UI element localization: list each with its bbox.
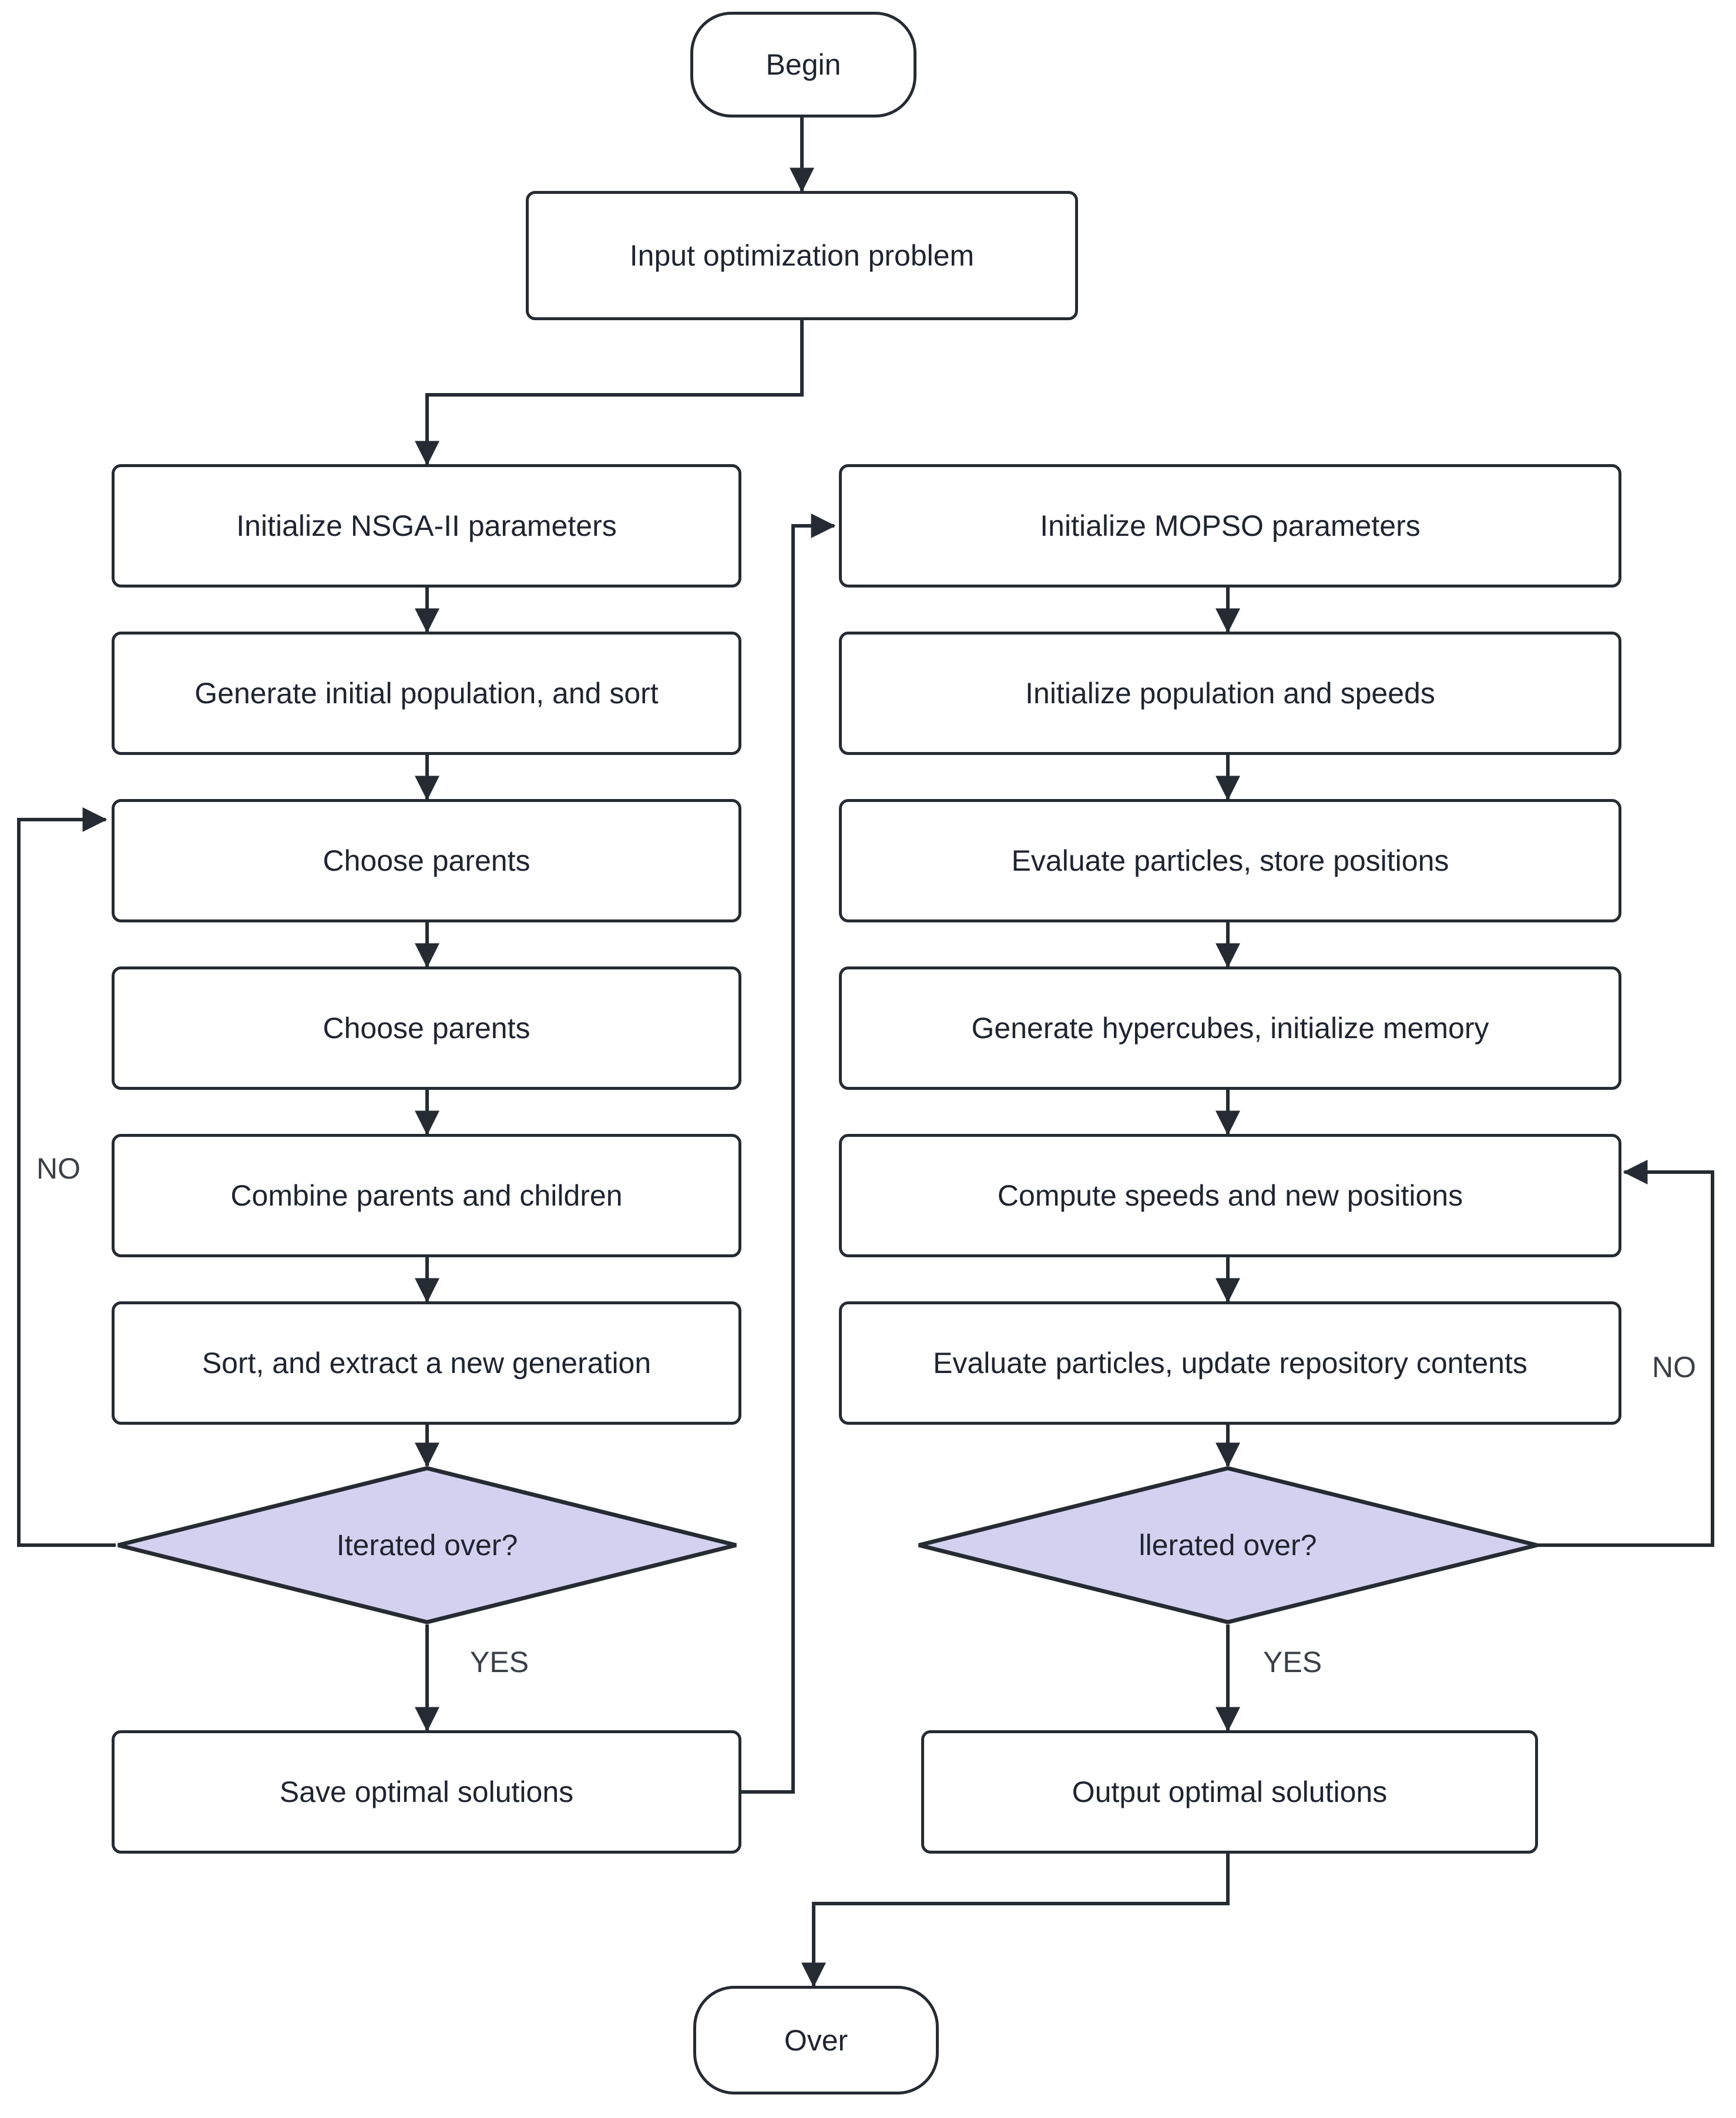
node-input-optimization-problem-label: Input optimization problem [629, 239, 975, 272]
node-save-optimal-solutions-label: Save optimal solutions [279, 1775, 574, 1808]
edge-label-yes-right: YES [1263, 1646, 1322, 1679]
edge-save-to-mopso [741, 513, 836, 1794]
node-evaluate-particles-update-repository-label: Evaluate particles, update repository co… [933, 1347, 1527, 1379]
node-decision-iterated-over-right[interactable]: llerated over? [916, 1466, 1539, 1624]
node-over-label: Over [784, 2023, 848, 2057]
node-sort-and-extract-new-generation-label: Sort, and extract a new generation [202, 1347, 652, 1379]
node-combine-parents-and-children-label: Combine parents and children [230, 1179, 623, 1212]
node-initialize-population-and-speeds[interactable]: Initialize population and speeds [839, 632, 1621, 755]
decision-diamond-shape-right [918, 1466, 1537, 1624]
node-choose-parents-1-label: Choose parents [323, 844, 530, 877]
node-generate-initial-population[interactable]: Generate initial population, and sort [112, 632, 741, 755]
node-output-optimal-solutions[interactable]: Output optimal solutions [921, 1730, 1538, 1854]
node-initialize-nsga-parameters[interactable]: Initialize NSGA-II parameters [112, 464, 741, 588]
node-evaluate-particles-store-positions[interactable]: Evaluate particles, store positions [839, 799, 1621, 922]
node-initialize-population-and-speeds-label: Initialize population and speeds [1025, 677, 1435, 710]
node-initialize-mopso-parameters-label: Initialize MOPSO parameters [1040, 509, 1421, 542]
edge-output-to-over [801, 1854, 1230, 1988]
node-begin[interactable]: Begin [690, 12, 916, 118]
edge-label-no-right: NO [1652, 1351, 1696, 1384]
decision-diamond-shape-left [117, 1466, 737, 1624]
node-choose-parents-2-label: Choose parents [323, 1012, 530, 1045]
node-compute-speeds-and-new-positions-label: Compute speeds and new positions [997, 1179, 1463, 1212]
node-decision-iterated-over-right-label: llerated over? [1139, 1529, 1317, 1562]
node-generate-initial-population-label: Generate initial population, and sort [194, 677, 659, 710]
node-output-optimal-solutions-label: Output optimal solutions [1072, 1775, 1388, 1808]
node-choose-parents-1[interactable]: Choose parents [112, 799, 741, 922]
node-combine-parents-and-children[interactable]: Combine parents and children [112, 1134, 741, 1257]
node-initialize-nsga-parameters-label: Initialize NSGA-II parameters [236, 509, 617, 542]
node-over[interactable]: Over [693, 1986, 939, 2094]
node-begin-label: Begin [765, 48, 841, 81]
node-compute-speeds-and-new-positions[interactable]: Compute speeds and new positions [839, 1134, 1621, 1257]
node-save-optimal-solutions[interactable]: Save optimal solutions [112, 1730, 741, 1854]
edge-label-no-left: NO [36, 1152, 80, 1185]
node-decision-iterated-over-left[interactable]: Iterated over? [116, 1466, 738, 1624]
edge-label-yes-left: YES [470, 1646, 529, 1679]
node-generate-hypercubes-initialize-memory[interactable]: Generate hypercubes, initialize memory [839, 966, 1621, 1090]
node-evaluate-particles-update-repository[interactable]: Evaluate particles, update repository co… [839, 1301, 1621, 1425]
node-generate-hypercubes-initialize-memory-label: Generate hypercubes, initialize memory [971, 1012, 1489, 1045]
edge-input-to-nsga [415, 320, 804, 466]
node-evaluate-particles-store-positions-label: Evaluate particles, store positions [1011, 844, 1449, 877]
node-decision-iterated-over-left-label: Iterated over? [336, 1529, 518, 1562]
node-initialize-mopso-parameters[interactable]: Initialize MOPSO parameters [839, 464, 1621, 588]
node-choose-parents-2[interactable]: Choose parents [112, 966, 741, 1090]
node-input-optimization-problem[interactable]: Input optimization problem [526, 191, 1078, 320]
node-sort-and-extract-new-generation[interactable]: Sort, and extract a new generation [112, 1301, 741, 1425]
